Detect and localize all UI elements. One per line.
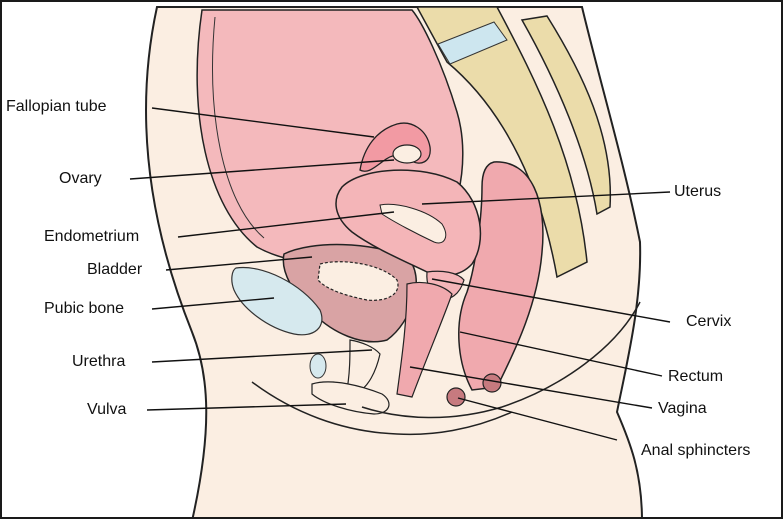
label-uterus: Uterus: [674, 183, 721, 201]
label-vagina: Vagina: [658, 400, 707, 418]
label-endometrium: Endometrium: [44, 228, 139, 246]
label-fallopian-tube: Fallopian tube: [6, 98, 107, 116]
label-pubic-bone: Pubic bone: [44, 300, 124, 318]
anal-sphincter-external: [483, 374, 501, 392]
label-rectum: Rectum: [668, 368, 723, 386]
label-ovary: Ovary: [59, 170, 102, 188]
label-cervix: Cervix: [686, 313, 731, 331]
label-urethra: Urethra: [72, 353, 125, 371]
vulva-fold: [310, 354, 326, 378]
label-vulva: Vulva: [87, 401, 126, 419]
label-anal-sphincters: Anal sphincters: [641, 442, 750, 460]
label-bladder: Bladder: [87, 261, 142, 279]
ovary-shape: [393, 145, 421, 163]
anal-sphincter-internal: [447, 388, 465, 406]
